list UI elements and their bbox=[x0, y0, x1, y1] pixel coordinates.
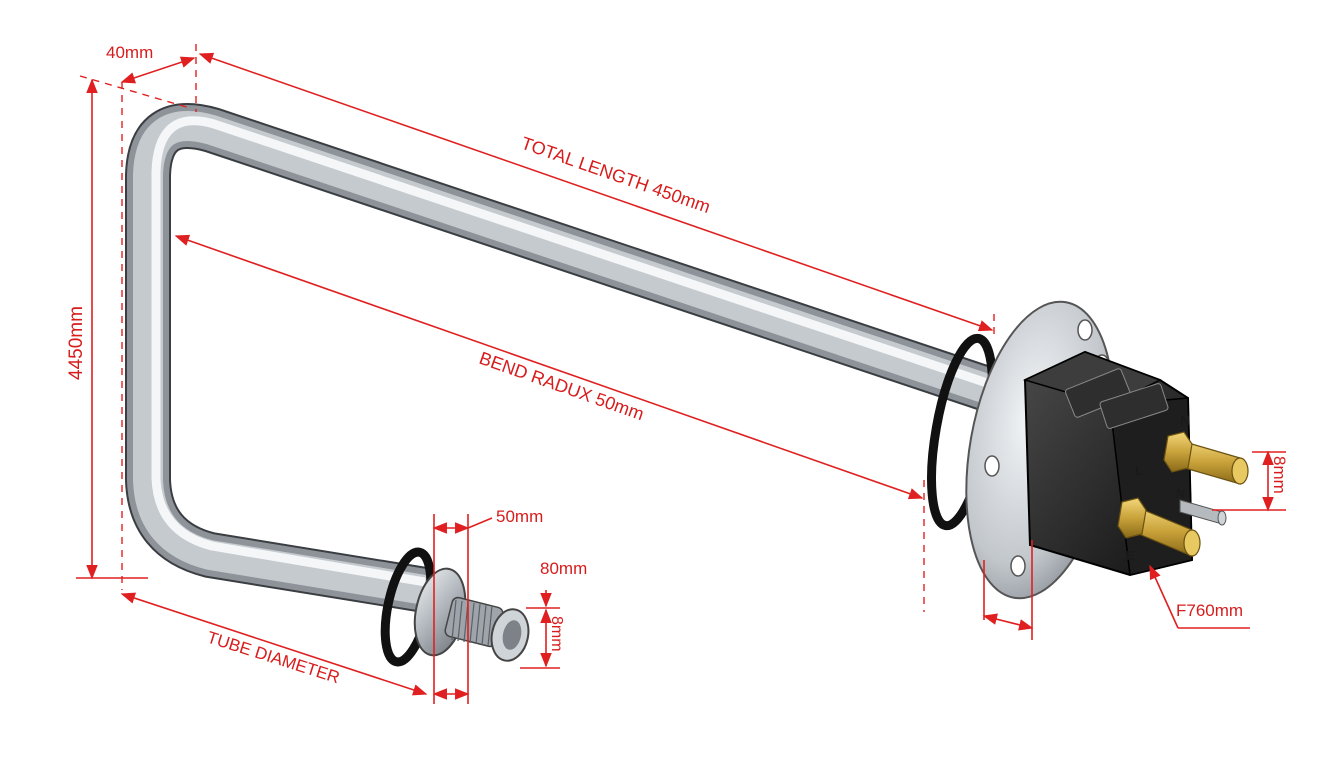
dim-fitting-80: 80mm bbox=[540, 559, 587, 578]
dim-flange: F760mm bbox=[1176, 601, 1243, 620]
terminal-label-e: E bbox=[1126, 548, 1135, 563]
dim-tube-diameter: TUBE DIAMETER bbox=[205, 628, 342, 688]
terminal-label-n-top: N bbox=[1180, 412, 1190, 428]
heating-tube bbox=[125, 103, 998, 613]
terminal-label-n-mid: N bbox=[1176, 486, 1185, 501]
dim-top-width: 40mm bbox=[106, 43, 153, 62]
dim-fitting-thread: 8mm bbox=[548, 616, 565, 652]
dim-bend-radius: BEND RADUX 50mm bbox=[477, 348, 647, 424]
brass-terminal-bottom bbox=[1117, 497, 1201, 557]
brass-terminal-top bbox=[1163, 431, 1249, 485]
dim-height: 4450mm bbox=[66, 306, 87, 380]
dim-fitting-length: 50mm bbox=[496, 507, 543, 526]
dimension-lines bbox=[76, 44, 1286, 704]
dim-terminal-pitch: 8mm bbox=[1270, 456, 1289, 494]
ground-screw bbox=[1179, 499, 1227, 526]
terminal-label-l: L bbox=[1135, 463, 1143, 478]
